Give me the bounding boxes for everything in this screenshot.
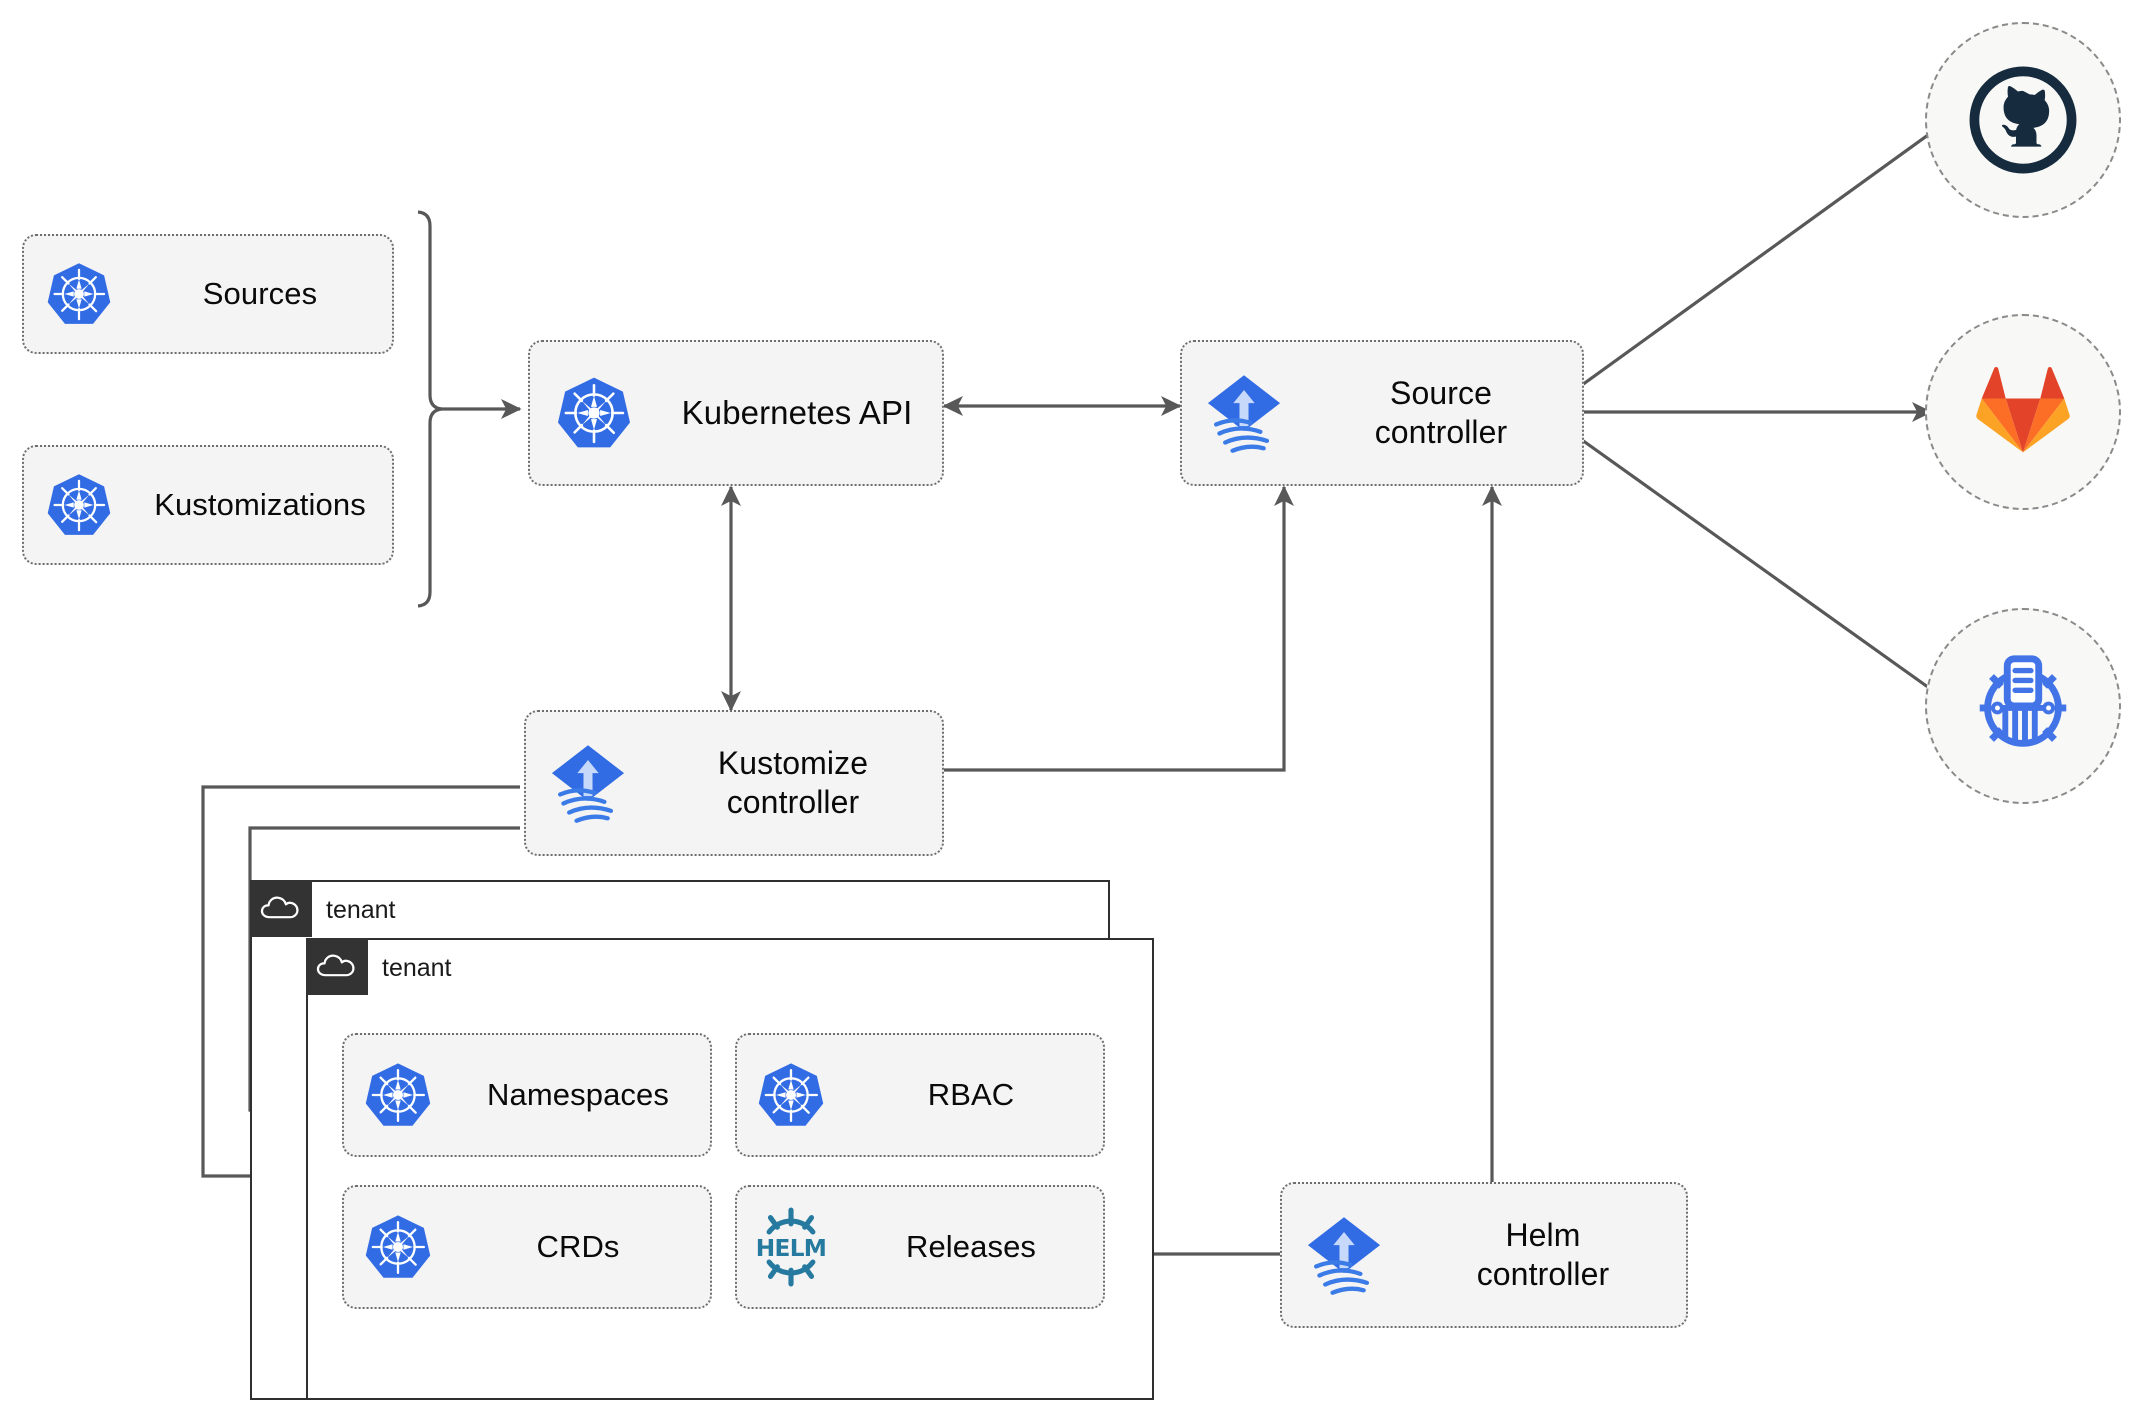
flux-icon — [1182, 372, 1306, 454]
node-label-helm-controller: Helm controller — [1476, 1216, 1610, 1292]
cloud-icon — [260, 893, 302, 923]
node-label-namespaces: Namespaces — [487, 1077, 669, 1113]
node-label-sources: Sources — [202, 276, 318, 312]
tenant-outer-tab — [249, 879, 312, 937]
tenant-outer-title: tenant — [326, 896, 396, 924]
flux-icon — [526, 742, 650, 824]
node-kubernetes-api[interactable]: Kubernetes API — [528, 340, 944, 486]
kubernetes-icon — [737, 1061, 845, 1129]
node-releases[interactable]: Releases — [735, 1185, 1105, 1309]
provider-gitlab[interactable] — [1925, 314, 2121, 510]
node-label-kustomizations: Kustomizations — [154, 487, 366, 523]
edge-sourcectl-helmrepo — [1581, 438, 1948, 702]
node-label-kubernetes-api: Kubernetes API — [681, 393, 913, 431]
provider-helm-repository[interactable] — [1925, 608, 2121, 804]
kubernetes-icon — [530, 375, 658, 451]
tenant-inner-tab — [305, 937, 368, 995]
edge-brace-group — [417, 210, 443, 608]
node-label-source-controller: Source controller — [1374, 374, 1508, 450]
helm-repository-icon — [1964, 647, 2082, 765]
node-helm-controller[interactable]: Helm controller — [1280, 1182, 1688, 1328]
github-icon — [1969, 66, 2077, 174]
node-kustomize-controller[interactable]: Kustomize controller — [524, 710, 944, 856]
kubernetes-icon — [24, 472, 134, 538]
node-label-crds: CRDs — [536, 1229, 620, 1265]
edge-sourcectl-github — [1581, 120, 1948, 387]
node-rbac[interactable]: RBAC — [735, 1033, 1105, 1157]
kubernetes-icon — [344, 1213, 452, 1281]
provider-github[interactable] — [1925, 22, 2121, 218]
node-kustomizations[interactable]: Kustomizations — [22, 445, 394, 565]
helm-icon — [737, 1206, 845, 1288]
cloud-icon — [316, 951, 358, 981]
tenant-inner-title: tenant — [382, 954, 452, 982]
node-label-rbac: RBAC — [927, 1077, 1015, 1113]
edge-kustomizectl-sourcectl — [944, 485, 1294, 772]
node-namespaces[interactable]: Namespaces — [342, 1033, 712, 1157]
flux-icon — [1282, 1214, 1406, 1296]
node-crds[interactable]: CRDs — [342, 1185, 712, 1309]
gitlab-icon — [1975, 364, 2071, 460]
kubernetes-icon — [344, 1061, 452, 1129]
node-source-controller[interactable]: Source controller — [1180, 340, 1584, 486]
node-sources[interactable]: Sources — [22, 234, 394, 354]
node-label-releases: Releases — [905, 1229, 1037, 1265]
node-label-kustomize-controller: Kustomize controller — [717, 744, 869, 820]
kubernetes-icon — [24, 261, 134, 327]
tenant-inner[interactable]: tenant — [305, 937, 1154, 1400]
